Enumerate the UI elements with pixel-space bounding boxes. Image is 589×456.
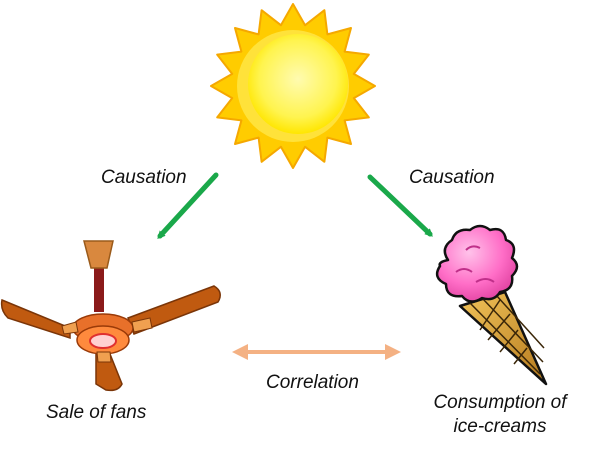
ceiling-fan-icon bbox=[0, 240, 221, 392]
correlation-label: Correlation bbox=[266, 372, 359, 393]
correlation-arrow bbox=[232, 344, 401, 360]
ice-cream-label-line2: ice-creams bbox=[453, 416, 547, 437]
ice-cream-label-line1: Consumption of bbox=[433, 392, 567, 413]
causation-arrow-left bbox=[157, 172, 219, 239]
causation-label-left: Causation bbox=[101, 167, 187, 188]
causation-label-right: Causation bbox=[409, 167, 495, 188]
causation-arrow-right bbox=[367, 174, 433, 237]
fans-label: Sale of fans bbox=[46, 402, 147, 423]
ice-cream-label: Consumption of ice-creams bbox=[420, 391, 580, 439]
ice-cream-cone-icon bbox=[435, 224, 548, 386]
sun-icon bbox=[210, 3, 376, 169]
